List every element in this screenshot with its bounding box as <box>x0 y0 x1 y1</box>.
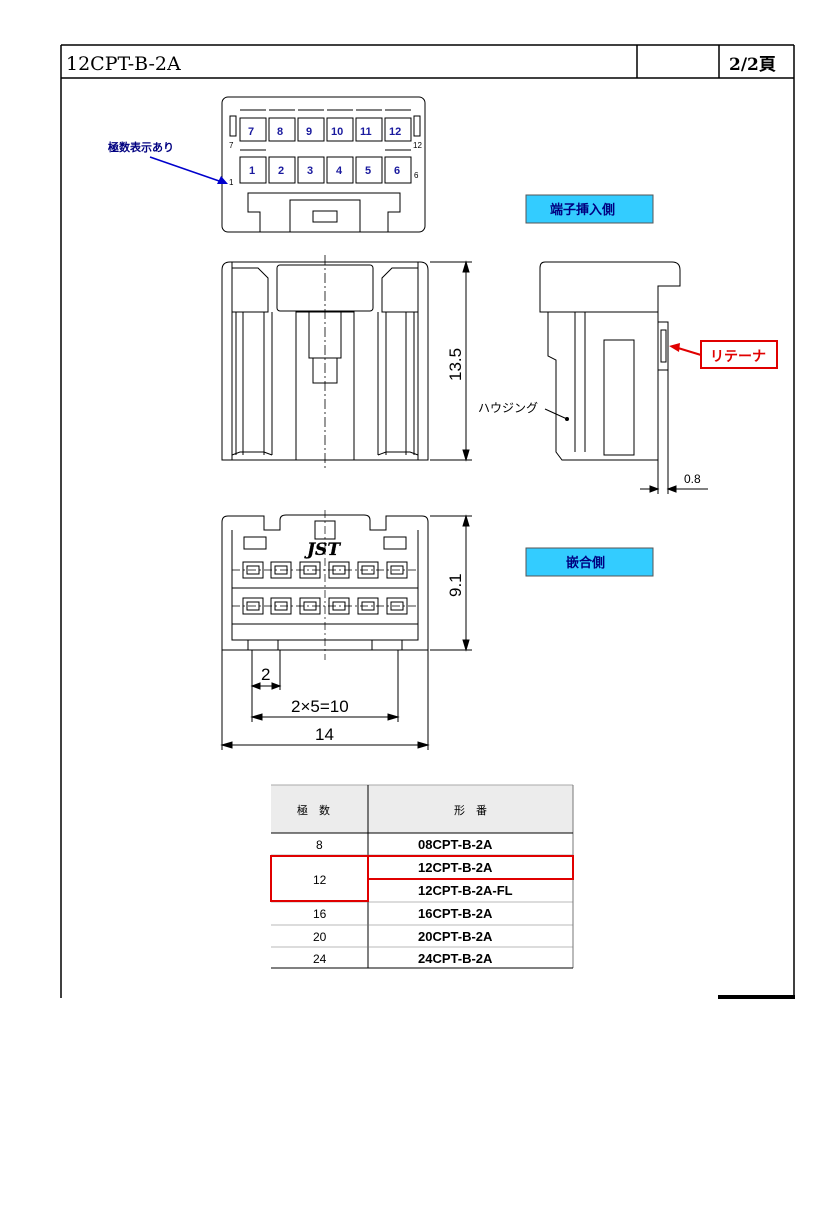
width-value: 14 <box>315 725 334 744</box>
height-dim-9-1 <box>430 514 472 652</box>
callout-arrow <box>149 156 228 184</box>
part-table <box>271 784 574 969</box>
pin-10: 10 <box>331 126 343 138</box>
pin-7: 7 <box>248 126 254 138</box>
table-row-4-poles: 16 <box>313 907 327 921</box>
cavity-row-top <box>229 109 421 142</box>
pin-5: 5 <box>365 165 371 177</box>
retainer-callout: リテーナ <box>669 340 778 369</box>
pin-9: 9 <box>306 126 312 138</box>
pin-3: 3 <box>307 165 313 177</box>
side-view <box>539 261 681 494</box>
table-row-1-part: 08CPT-B-2A <box>418 837 493 852</box>
mating-side-label: 嵌合側 <box>566 555 605 571</box>
height-dim-13-5 <box>430 260 472 462</box>
highlight-12-pole <box>270 855 574 902</box>
page-number: 2/2頁 <box>729 55 776 75</box>
pin-8: 8 <box>277 126 283 138</box>
housing-leader-dot <box>565 417 569 421</box>
cavity-row-bottom <box>239 149 412 184</box>
housing-label: ハウジング <box>478 401 538 415</box>
thickness-dim-0-8 <box>640 485 708 493</box>
edge-mark-1: 1 <box>229 178 234 187</box>
span-value: 2×5=10 <box>291 697 349 716</box>
height-value-9-1: 9.1 <box>446 573 465 597</box>
terminal-side-view <box>221 96 426 233</box>
height-value-13-5: 13.5 <box>446 348 465 381</box>
retainer-label: リテーナ <box>710 349 766 365</box>
table-row-5-poles: 20 <box>313 930 327 944</box>
thickness-value: 0.8 <box>684 472 701 486</box>
pin-6: 6 <box>394 165 400 177</box>
pin-2: 2 <box>278 165 284 177</box>
top-view <box>221 261 429 461</box>
pin-4: 4 <box>336 165 343 177</box>
housing-leader <box>544 408 568 420</box>
table-header-part: 形 番 <box>454 804 487 817</box>
pole-marking-callout: 極数表示あり <box>107 140 174 154</box>
width-dimensions <box>220 650 430 750</box>
table-row-5-part: 20CPT-B-2A <box>418 929 493 944</box>
edge-mark-6: 6 <box>414 171 419 180</box>
title-block <box>60 44 795 998</box>
pin-11: 11 <box>360 126 372 138</box>
table-row-3-part: 12CPT-B-2A-FL <box>418 883 513 898</box>
table-row-2-part: 12CPT-B-2A <box>418 860 493 875</box>
mating-centerlines <box>232 510 418 660</box>
edge-mark-12: 12 <box>413 141 422 150</box>
pitch-value: 2 <box>261 665 270 684</box>
part-number-title: 12CPT-B-2A <box>66 53 181 75</box>
table-row-2-poles: 12 <box>313 873 327 887</box>
jst-logo: JST <box>304 540 341 560</box>
pin-12: 12 <box>389 126 401 138</box>
terminal-side-label-box: 端子挿入側 <box>525 194 654 224</box>
table-row-6-poles: 24 <box>313 952 327 966</box>
edge-mark-7: 7 <box>229 141 234 150</box>
terminal-side-label: 端子挿入側 <box>550 202 615 218</box>
mating-side-label-box: 嵌合側 <box>525 547 654 577</box>
pin-1: 1 <box>249 165 255 177</box>
table-row-1-poles: 8 <box>316 838 323 852</box>
table-header-poles: 極 数 <box>297 803 330 817</box>
table-row-6-part: 24CPT-B-2A <box>418 951 493 966</box>
table-row-4-part: 16CPT-B-2A <box>418 906 493 921</box>
